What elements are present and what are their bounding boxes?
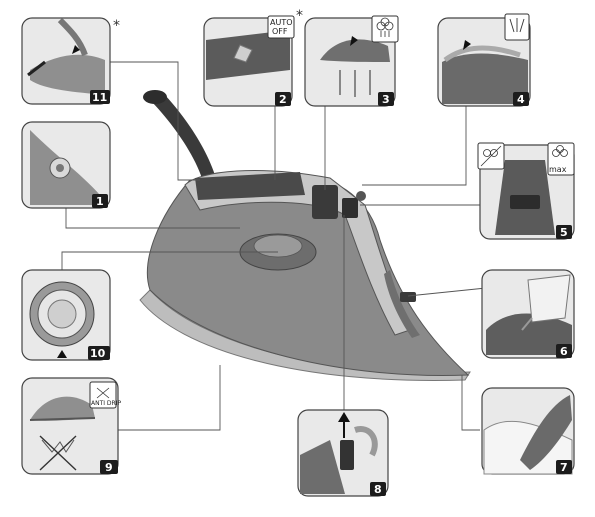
badge-4-box <box>513 92 529 106</box>
arrow-down-icon <box>463 40 471 50</box>
inset-1: 1 <box>21 121 111 209</box>
mini-iron <box>30 396 95 421</box>
arrow-down-icon <box>72 45 80 54</box>
badge-8-box <box>370 482 386 496</box>
badge-9: 9 <box>105 461 113 474</box>
max-steam-pictogram <box>547 142 575 176</box>
selector-slider <box>510 195 540 209</box>
badge-1: 1 <box>96 195 104 208</box>
inset-5: max 5 <box>477 142 575 240</box>
iron-body <box>146 174 470 376</box>
water-jug <box>527 274 571 323</box>
steam-selector <box>342 198 358 218</box>
main-iron <box>139 90 471 381</box>
arrow-down-icon <box>350 36 358 46</box>
badge-5-box <box>556 225 572 239</box>
leader-lines <box>61 61 487 431</box>
asterisk-2: * <box>296 8 303 24</box>
anti-drip-label: ANTI DRIP <box>91 400 121 407</box>
asterisk-11: * <box>113 18 120 34</box>
iron-tail <box>30 54 105 95</box>
filling-inlet <box>400 292 416 302</box>
auto-off-pictogram <box>267 15 295 39</box>
badge-9-box <box>100 460 118 474</box>
badge-11: 11 <box>92 91 107 104</box>
fabric <box>442 53 528 104</box>
iron-fill-inlet <box>486 313 572 355</box>
mini-soleplate <box>29 417 96 421</box>
mini-iron-nose <box>443 45 521 63</box>
badge-7-box <box>556 460 572 474</box>
badge-3-box <box>378 92 394 106</box>
badge-10-box <box>88 346 110 360</box>
no-crossed-icon <box>39 435 77 471</box>
max-steam-icon <box>552 145 568 157</box>
inset-8: 8 <box>297 409 389 497</box>
steam-arrows <box>339 70 371 97</box>
anticalc-rod <box>340 440 354 470</box>
badge-6: 6 <box>560 345 568 358</box>
badge-5: 5 <box>560 226 568 239</box>
water-stream <box>521 317 533 331</box>
leader-7 <box>461 375 480 431</box>
badge-6-box <box>556 344 572 358</box>
inset-3: 3 <box>304 15 399 107</box>
inset-11: 11 <box>21 17 111 105</box>
leader-10 <box>61 251 278 270</box>
anti-drip-pictogram <box>89 381 117 409</box>
water-tank-window <box>384 270 420 338</box>
power-cord <box>150 92 218 190</box>
dial-knob <box>253 234 303 258</box>
dial-center <box>47 299 77 329</box>
max-label: max <box>549 165 567 174</box>
anti-drip-icon <box>96 387 110 399</box>
badge-2: 2 <box>279 93 287 106</box>
steam-button <box>312 185 338 219</box>
badge-3: 3 <box>382 93 390 106</box>
pointer-triangle-icon <box>57 350 67 358</box>
spray-icon <box>509 18 525 33</box>
leader-6 <box>407 287 487 297</box>
inset-6: 6 <box>481 269 575 359</box>
mini-iron-top <box>320 39 390 62</box>
inset-7: 7 <box>481 387 575 475</box>
badge-10: 10 <box>90 347 106 360</box>
leader-9 <box>118 365 221 431</box>
hand <box>57 17 88 57</box>
iron-tip <box>520 395 572 470</box>
auto-off-line1: AUTO <box>270 18 293 27</box>
badge-4: 4 <box>517 93 525 106</box>
spray-button <box>356 191 366 201</box>
badge-11-box <box>90 90 110 104</box>
hole-center <box>56 164 64 172</box>
badge-8: 8 <box>374 483 382 496</box>
iron-base <box>300 440 345 494</box>
arrow-up-icon <box>338 412 350 422</box>
inset-2: AUTO OFF 2 <box>203 15 295 107</box>
inset-10: 10 <box>21 269 111 361</box>
leader-2 <box>240 104 276 180</box>
badge-7: 7 <box>560 461 568 474</box>
soleplate <box>139 289 471 381</box>
badge-1-box <box>92 194 108 208</box>
cord-end <box>143 90 167 104</box>
steam-pictogram <box>371 15 399 43</box>
hand-pulling <box>354 426 378 457</box>
inset-9: ANTI DRIP 9 <box>21 377 121 475</box>
auto-off-light <box>233 44 253 63</box>
leader-11 <box>110 61 200 181</box>
auto-off-line2: OFF <box>272 27 288 36</box>
handle-grip-dark <box>195 172 305 200</box>
cord-plug <box>27 60 46 77</box>
no-steam-icon <box>480 145 502 167</box>
inset-4: 4 <box>437 13 531 107</box>
leader-4 <box>362 105 467 186</box>
steam-cloud-icon <box>376 17 394 37</box>
badge-2-box <box>275 92 291 106</box>
